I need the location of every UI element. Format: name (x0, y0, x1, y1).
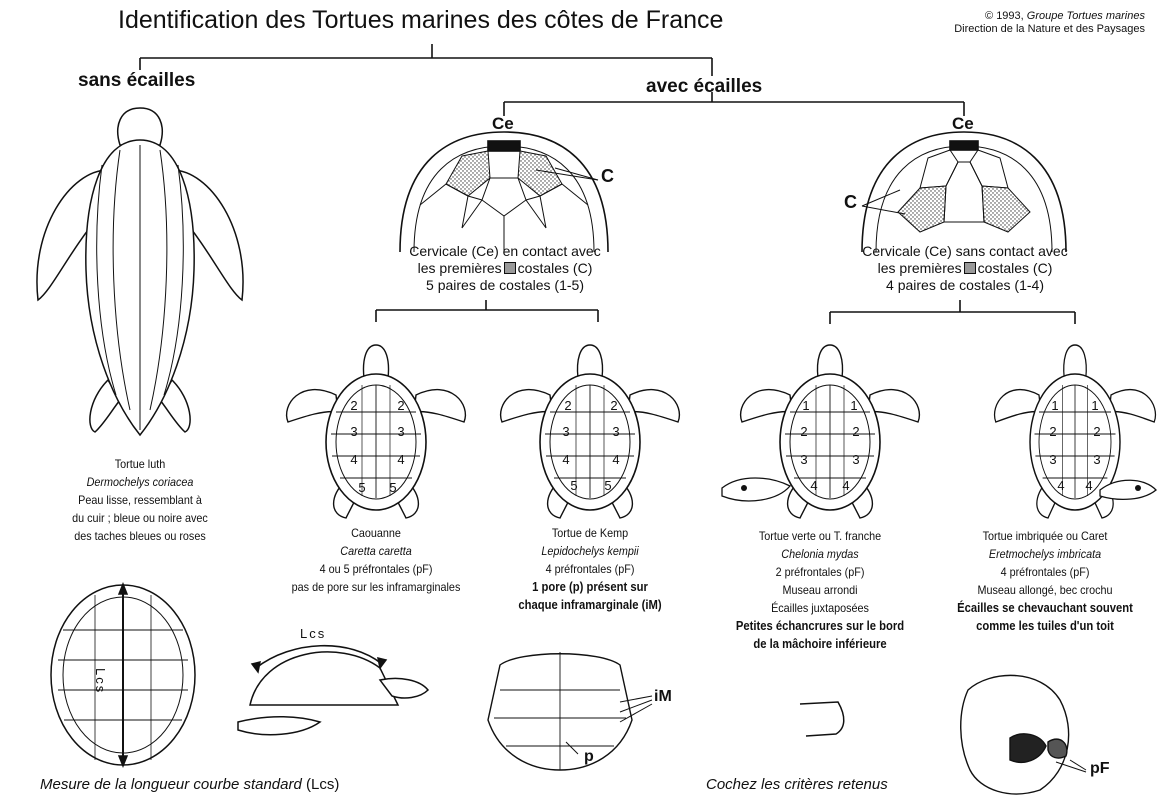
lcs-label-vertical: Lcs (93, 668, 108, 694)
page-title: Identification des Tortues marines des c… (118, 6, 723, 35)
criteria-contact: Cervicale (Ce) en contact avec les premi… (370, 243, 640, 294)
checklist-note: Cochez les critères retenus (706, 776, 888, 793)
scute-number: 1 (846, 398, 862, 413)
scute-number: 2 (796, 424, 812, 439)
copyright-prefix: © 1993, (985, 10, 1027, 22)
carapace-detail-contact (400, 132, 608, 252)
scute-number: 1 (798, 398, 814, 413)
kemp-illustration (501, 345, 680, 518)
branch-with-scales: avec écailles (646, 76, 762, 98)
scute-number: 4 (806, 478, 822, 493)
scute-number: 4 (558, 452, 574, 467)
p-label: p (584, 748, 594, 766)
species-green-turtle: Tortue verte ou T. franche Chelonia myda… (712, 527, 928, 653)
hawksbill-head-detail (961, 675, 1086, 794)
scute-number: 3 (393, 424, 409, 439)
jaw-detail (800, 702, 844, 736)
leatherback-carapace-measure (51, 584, 195, 766)
ce-label-left: Ce (492, 114, 514, 134)
scute-number: 3 (1089, 452, 1105, 467)
scute-number: 1 (1087, 398, 1103, 413)
side-view-measure (238, 646, 428, 735)
hawksbill-illustration (995, 345, 1156, 518)
scute-number: 3 (796, 452, 812, 467)
scute-number: 3 (608, 424, 624, 439)
shaded-square-icon (504, 262, 516, 274)
species-loggerhead: Caouanne Caretta caretta 4 ou 5 préfront… (259, 524, 493, 596)
scute-number: 3 (848, 452, 864, 467)
scute-number: 2 (346, 398, 362, 413)
scute-number: 2 (1045, 424, 1061, 439)
scute-number: 2 (560, 398, 576, 413)
species-leatherback: Tortue luth Dermochelys coriacea Peau li… (32, 455, 248, 545)
c-label-right: C (844, 192, 857, 213)
scute-number: 3 (1045, 452, 1061, 467)
scute-number: 2 (606, 398, 622, 413)
plastron-detail (488, 652, 652, 770)
scute-number: 5 (566, 478, 582, 493)
scute-number: 2 (1089, 424, 1105, 439)
scute-number: 2 (393, 398, 409, 413)
measure-note: Mesure de la longueur courbe standard (L… (40, 776, 339, 793)
loggerhead-illustration (287, 345, 466, 518)
c-label-left: C (601, 166, 614, 187)
scute-number: 5 (600, 478, 616, 493)
scute-number: 4 (608, 452, 624, 467)
im-label: iM (654, 688, 672, 706)
branch-without-scales: sans écailles (78, 70, 195, 92)
scute-number: 4 (1081, 478, 1097, 493)
leatherback-illustration (37, 108, 243, 435)
ce-label-right: Ce (952, 114, 974, 134)
criteria-no-contact: Cervicale (Ce) sans contact avec les pre… (830, 243, 1100, 294)
scute-number: 2 (848, 424, 864, 439)
shaded-square-icon (964, 262, 976, 274)
scute-number: 4 (393, 452, 409, 467)
lcs-label-side: Lcs (300, 626, 326, 641)
copyright-org: Groupe Tortues marines (1027, 10, 1145, 22)
scute-number: 5 (385, 480, 401, 495)
scute-number: 3 (346, 424, 362, 439)
scute-number: 3 (558, 424, 574, 439)
copyright-notice: © 1993, Groupe Tortues marines Direction… (954, 10, 1145, 36)
scute-number: 5 (354, 480, 370, 495)
scute-number: 4 (346, 452, 362, 467)
copyright-line2: Direction de la Nature et des Paysages (954, 23, 1145, 36)
species-hawksbill: Tortue imbriquée ou Caret Eretmochelys i… (946, 527, 1144, 635)
scute-number: 1 (1047, 398, 1063, 413)
scute-number: 4 (838, 478, 854, 493)
scute-number: 4 (1053, 478, 1069, 493)
pf-label: pF (1090, 760, 1110, 778)
carapace-detail-no-contact (862, 132, 1066, 252)
species-kemp: Tortue de Kemp Lepidochelys kempii 4 pré… (482, 524, 698, 614)
